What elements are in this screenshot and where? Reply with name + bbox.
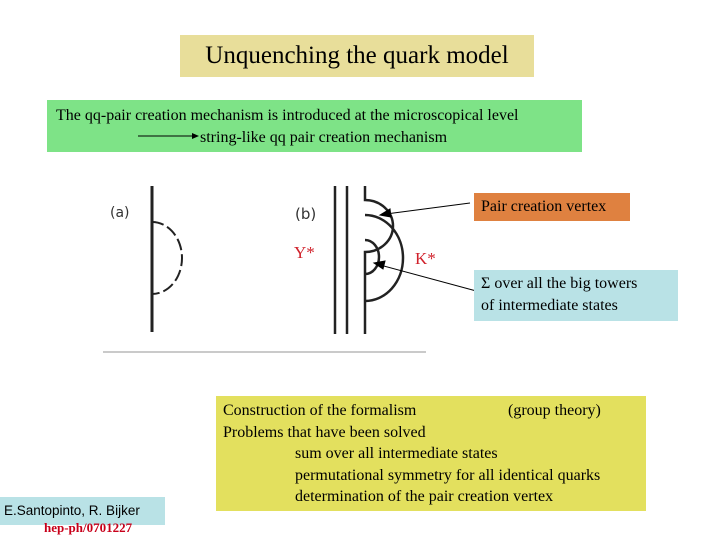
pair-creation-callout: Pair creation vertex [474,193,630,221]
diagram-a [150,186,183,332]
formalism-box: Construction of the formalism (group the… [216,396,646,511]
sigma-line-2: of intermediate states [481,297,618,314]
sigma-line-1: Σ over all the big towers [481,275,638,292]
formalism-item: sum over all intermediate states [295,445,498,462]
right-arrow-icon [138,133,199,139]
formalism-item: determination of the pair creation verte… [295,488,554,505]
diagram-a-label: (a) [110,205,130,221]
authors-label: E.Santopinto, R. Bijker [0,497,165,525]
k-star-label: K* [415,249,436,268]
y-star-label: Y* [294,243,315,262]
mechanism-line-1: The qq-pair creation mechanism is introd… [56,107,519,124]
diagram-b [333,186,405,334]
formalism-item: permutational symmetry for all identical… [295,466,601,484]
formalism-line-2: Problems that have been solved [223,423,426,441]
mechanism-line-2: string-like qq pair creation mechanism [200,129,448,146]
mechanism-box: The qq-pair creation mechanism is introd… [47,100,582,152]
reference-label: hep-ph/0701227 [44,520,133,535]
intermediate-states-callout: Σ over all the big towers of intermediat… [474,270,678,321]
slide-title: Unquenching the quark model [180,35,534,77]
formalism-line-1: Construction of the formalism [223,402,417,419]
diagram-b-label: (b) [295,205,317,223]
callout-arrows [372,202,481,293]
formalism-note: (group theory) [508,402,601,419]
